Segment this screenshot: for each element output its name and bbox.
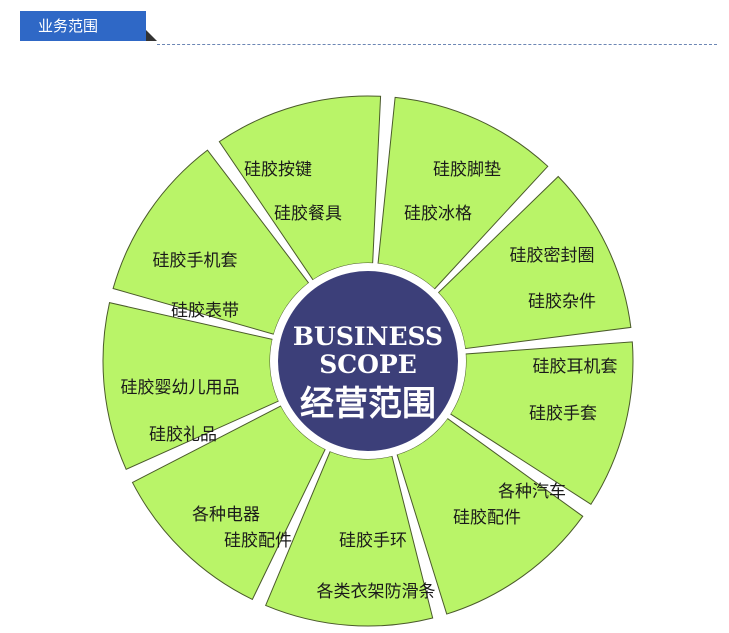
segment-label: 硅胶耳机套 bbox=[533, 357, 618, 377]
segment-label: 硅胶冰格 bbox=[404, 204, 472, 224]
segment-label: 硅胶脚垫 bbox=[433, 160, 501, 180]
center-circle bbox=[278, 271, 458, 451]
wheel-segments: 硅胶脚垫硅胶冰格硅胶密封圈硅胶杂件硅胶耳机套硅胶手套各种汽车硅胶配件硅胶手环各类… bbox=[102, 95, 634, 627]
center-title-line3: 经营范围 bbox=[300, 384, 436, 424]
header-tab-corner bbox=[146, 30, 157, 41]
segment-label: 各种电器 bbox=[192, 505, 260, 525]
center-title-line2: SCOPE bbox=[319, 350, 417, 379]
section-title: 业务范围 bbox=[38, 17, 99, 35]
segment-label: 硅胶手机套 bbox=[153, 251, 238, 271]
segment-label: 硅胶婴幼儿用品 bbox=[121, 378, 240, 398]
segment-label: 硅胶杂件 bbox=[528, 292, 596, 312]
segment-label: 硅胶礼品 bbox=[149, 425, 217, 445]
segment-label: 硅胶表带 bbox=[171, 301, 239, 321]
segment-label: 各类衣架防滑条 bbox=[317, 582, 436, 602]
segment-label: 硅胶手环 bbox=[339, 531, 407, 551]
segment-label: 硅胶餐具 bbox=[274, 204, 342, 224]
segment-label: 硅胶配件 bbox=[224, 531, 292, 551]
header-divider bbox=[157, 44, 717, 45]
segment-label: 硅胶密封圈 bbox=[510, 246, 595, 266]
center-title-line1: BUSINESS bbox=[293, 322, 443, 351]
segment-label: 硅胶按键 bbox=[244, 160, 312, 180]
segment-label: 各种汽车 bbox=[498, 482, 566, 502]
segment-label: 硅胶配件 bbox=[453, 508, 521, 528]
segment-label: 硅胶手套 bbox=[529, 404, 597, 424]
wheel-center: BUSINESS SCOPE 经营范围 bbox=[270, 263, 466, 459]
section-header-tab: 业务范围 bbox=[20, 11, 146, 41]
